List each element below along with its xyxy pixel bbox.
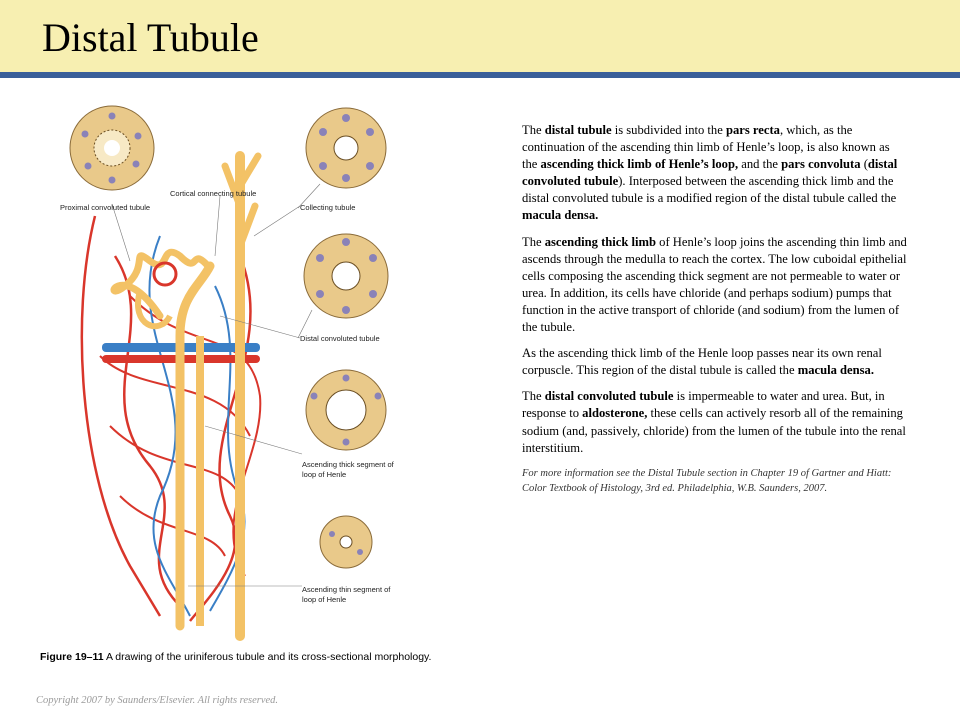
p1-a: The <box>522 123 545 137</box>
p1-g: and the <box>738 157 782 172</box>
p4-d: aldosterone, <box>582 406 648 421</box>
label-thick-1: Ascending thick segment of <box>302 460 395 469</box>
tubule-drawing <box>80 151 262 641</box>
cross-section-distal <box>303 233 389 319</box>
p2-c: of Henle’s loop joins the ascending thin… <box>522 234 907 335</box>
caption-text: A drawing of the uriniferous tubule and … <box>105 651 432 663</box>
p1-j: distal convoluted tubule <box>522 157 898 189</box>
p1-k: ). Interposed between the ascending thic… <box>522 174 897 206</box>
label-distal: Distal convoluted tubule <box>300 334 380 343</box>
p4-a: The <box>522 389 545 404</box>
caption-number: Figure 19–11 <box>40 651 104 663</box>
paragraph-1: The distal tubule is subdivided into the… <box>522 122 908 225</box>
leader-lines <box>111 183 321 587</box>
p1-d: pars recta <box>725 123 780 137</box>
p4-b: distal convoluted tubule <box>544 389 674 404</box>
label-collecting: Collecting tubule <box>300 203 355 212</box>
cross-section-proximal <box>69 105 155 191</box>
cross-section-collecting <box>305 107 387 189</box>
label-proximal: Proximal convoluted tubule <box>60 203 150 212</box>
p4-c: is impermeable to water and urea. But, i… <box>522 389 885 421</box>
p1-l: macula densa. <box>522 208 599 223</box>
p2-a: The <box>522 234 545 249</box>
title-rule <box>0 72 960 78</box>
cross-section-thin-segment <box>319 515 373 569</box>
p2-b: ascending thick limb <box>544 234 656 249</box>
paragraph-2: The ascending thick limb of Henle’s loop… <box>522 234 908 337</box>
uriniferous-tubule-figure: Proximal convoluted tubule Cortical conn… <box>60 105 395 641</box>
label-thin-2: loop of Henle <box>302 595 346 604</box>
p1-c: is subdivided into the <box>611 123 726 137</box>
paragraph-4: The distal convoluted tubule is impermea… <box>522 388 908 456</box>
title-band <box>0 0 960 72</box>
label-cortical: Cortical connecting tubule <box>170 189 256 198</box>
reference-note: For more information see the Distal Tubu… <box>522 467 892 495</box>
p1-i: ( <box>860 157 868 172</box>
label-thin-1: Ascending thin segment of <box>302 585 391 594</box>
p1-b: distal tubule <box>544 123 612 137</box>
copyright: Copyright 2007 by Saunders/Elsevier. All… <box>36 695 279 706</box>
paragraph-3: As the ascending thick limb of the Henle… <box>522 345 908 379</box>
cross-section-thick-segment <box>305 369 387 451</box>
p4-e: these cells can actively resorb all of t… <box>522 406 906 455</box>
body-text: The distal tubule is subdivided into the… <box>522 122 908 506</box>
p3-a: As the ascending thick limb of the Henle… <box>522 346 882 378</box>
slide-title: Distal Tubule <box>42 15 259 60</box>
p1-f: ascending thick limb of Henle’s loop, <box>540 157 739 172</box>
p1-h: pars convoluta <box>781 157 861 172</box>
p1-e: , which, as the continuation of the asce… <box>522 123 890 172</box>
label-thick-2: loop of Henle <box>302 470 346 479</box>
p3-b: macula densa. <box>797 363 874 378</box>
figure-caption: Figure 19–11 A drawing of the uriniferou… <box>40 651 431 663</box>
